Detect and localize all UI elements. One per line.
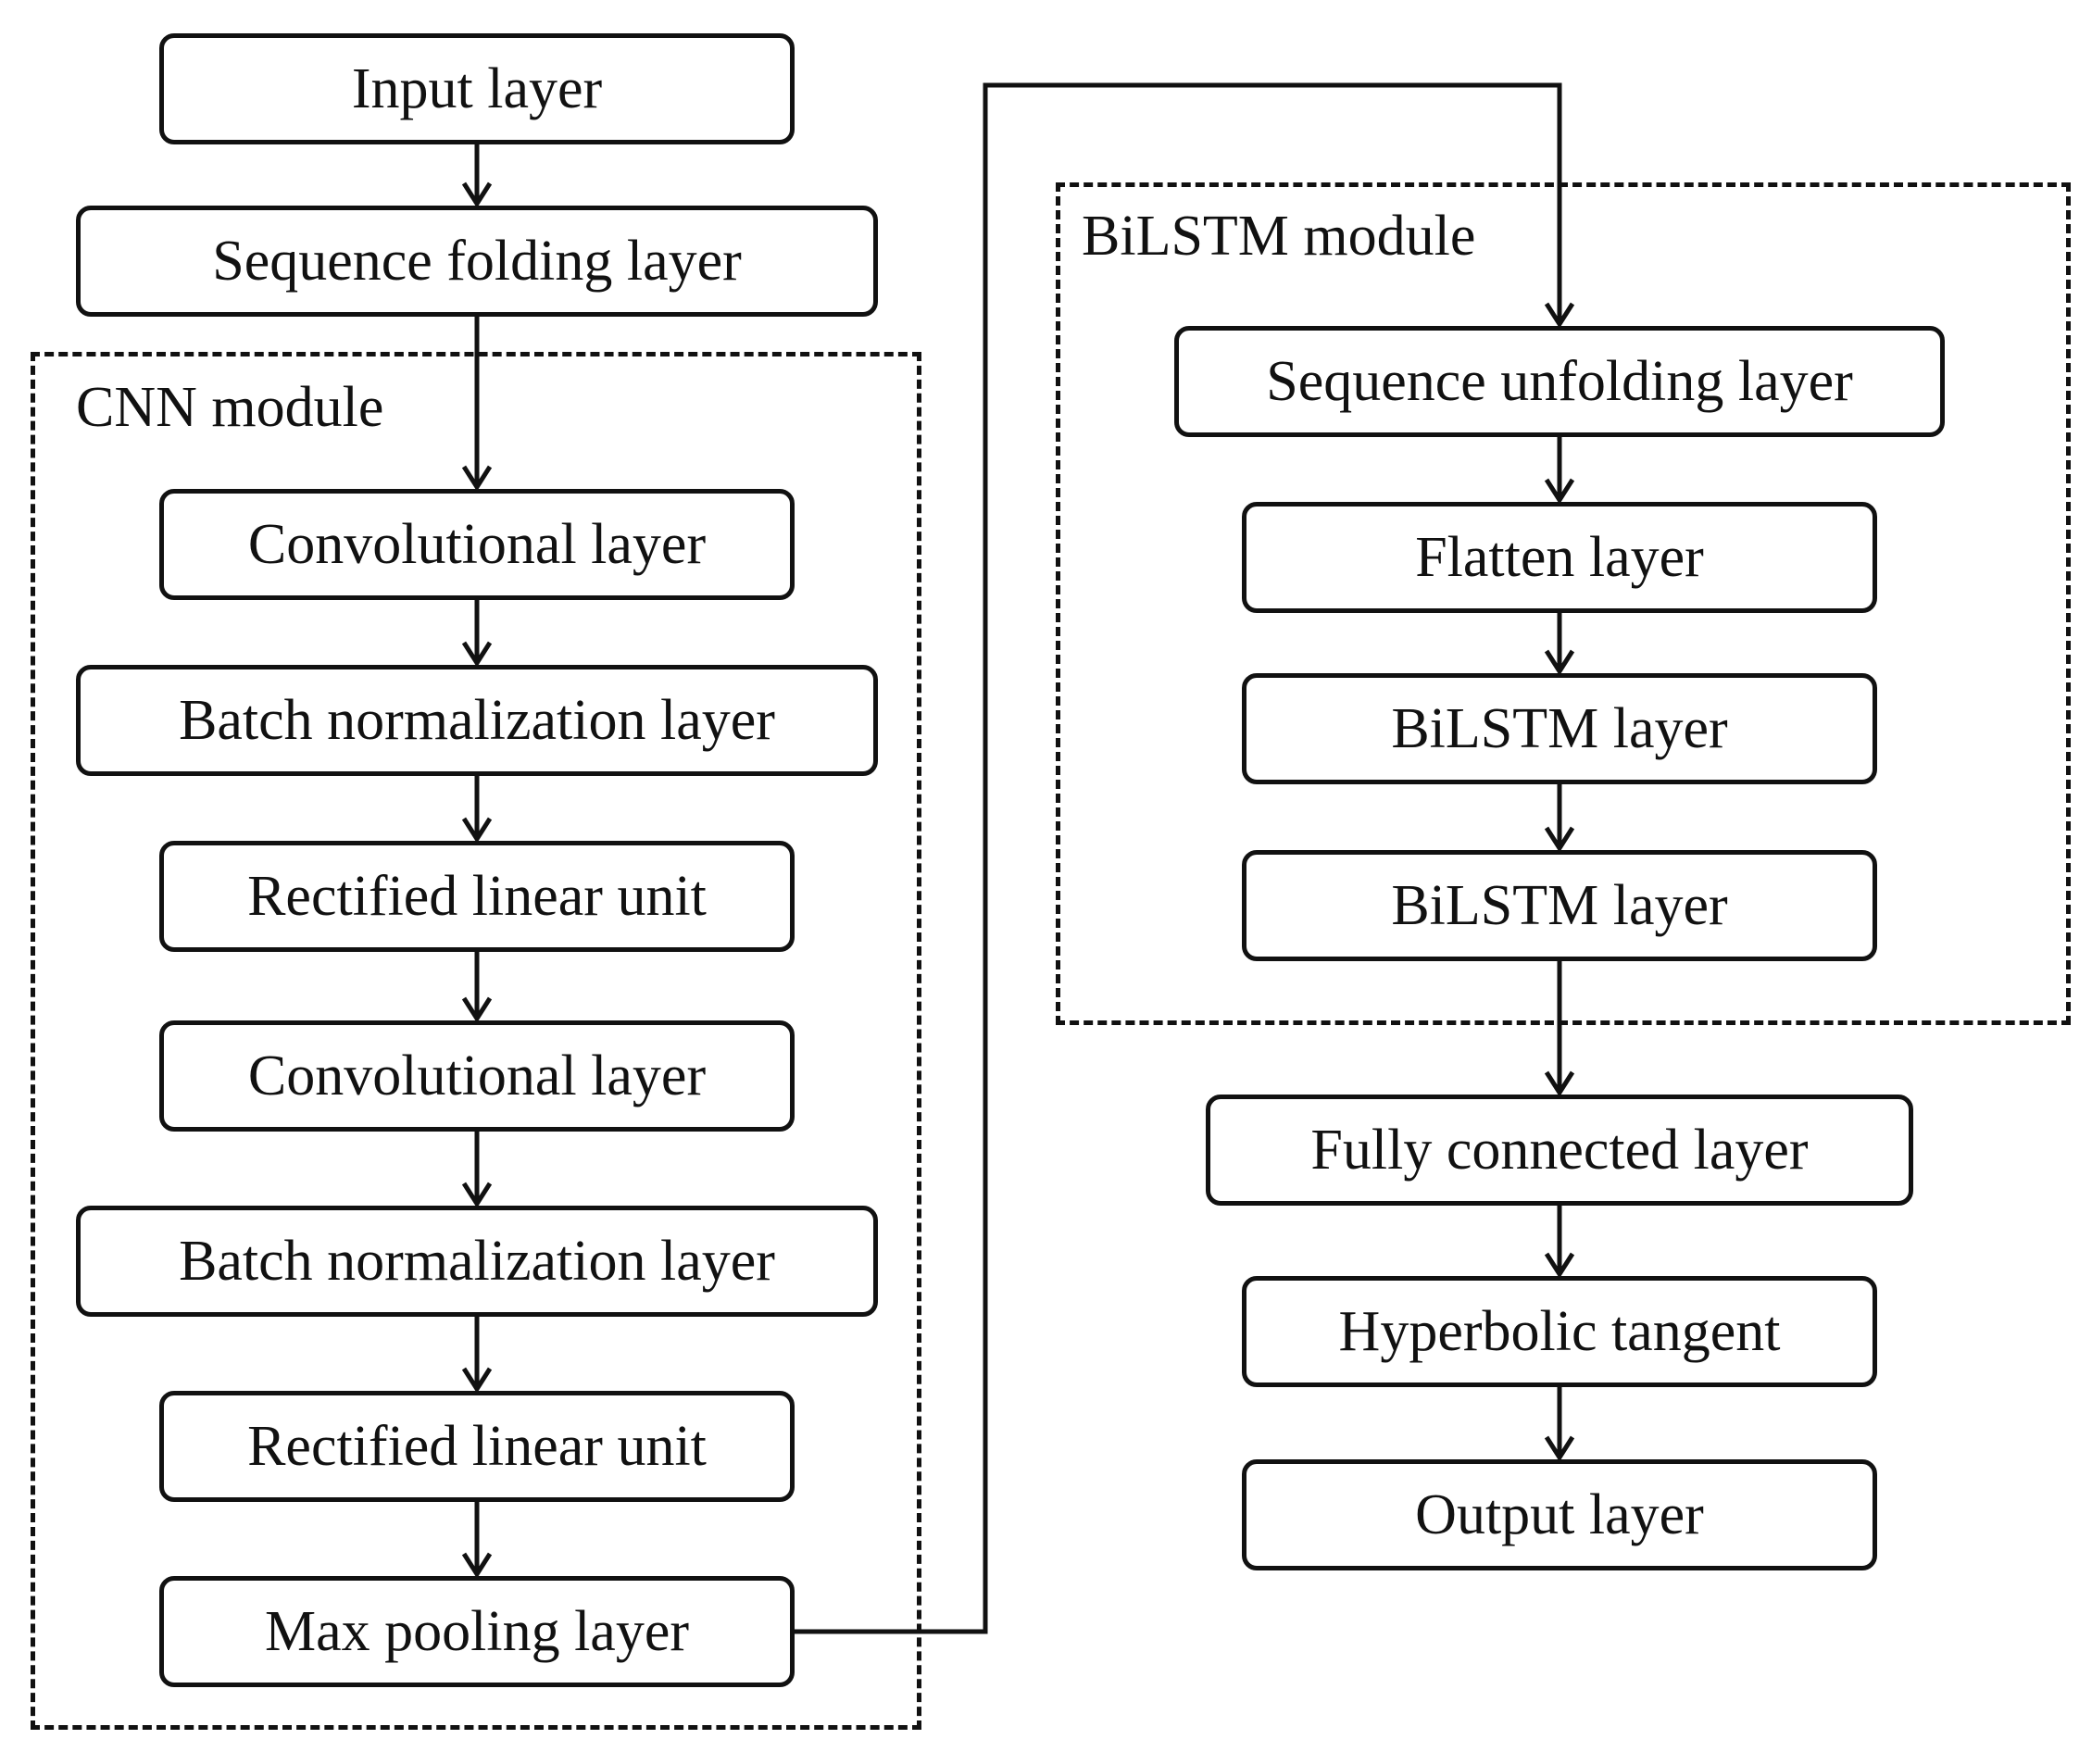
fully-connected-layer-node: Fully connected layer bbox=[1206, 1095, 1913, 1206]
bilstm-layer-2-node: BiLSTM layer bbox=[1242, 850, 1877, 961]
edge-bn2-to-relu2-arrowhead bbox=[461, 1367, 493, 1394]
edge-relu1-to-conv2-arrowhead bbox=[461, 996, 493, 1023]
output-layer-node: Output layer bbox=[1242, 1459, 1877, 1570]
bilstm-layer-1-node: BiLSTM layer bbox=[1242, 673, 1877, 784]
rectified-linear-unit-2-node: Rectified linear unit bbox=[159, 1391, 795, 1502]
convolutional-layer-1-node: Convolutional layer bbox=[159, 489, 795, 600]
edge-tanh-to-output-arrowhead bbox=[1544, 1435, 1575, 1462]
edge-maxpool-to-seq_unfold bbox=[795, 82, 1562, 1634]
bilstm-module-label: BiLSTM module bbox=[1082, 205, 1476, 268]
convolutional-layer-2-node: Convolutional layer bbox=[159, 1020, 795, 1132]
max-pooling-layer-node: Max pooling layer bbox=[159, 1576, 795, 1687]
edge-bn1-to-relu1-arrowhead bbox=[461, 817, 493, 844]
edge-seq_fold-to-conv1-arrowhead bbox=[461, 465, 493, 492]
cnn-module-label: CNN module bbox=[76, 376, 384, 439]
batch-normalization-layer-1-node: Batch normalization layer bbox=[76, 665, 878, 776]
edge-input-to-seq_fold-arrowhead bbox=[461, 181, 493, 208]
batch-normalization-layer-2-node: Batch normalization layer bbox=[76, 1206, 878, 1317]
edge-flatten-to-bilstm1-arrowhead bbox=[1544, 649, 1575, 676]
rectified-linear-unit-1-node: Rectified linear unit bbox=[159, 841, 795, 952]
sequence-unfolding-layer-node: Sequence unfolding layer bbox=[1174, 326, 1945, 437]
sequence-folding-layer-node: Sequence folding layer bbox=[76, 206, 878, 317]
bilstm-module-box bbox=[1056, 182, 2071, 1025]
edge-bilstm2-to-fc-arrowhead bbox=[1544, 1070, 1575, 1097]
hyperbolic-tangent-node: Hyperbolic tangent bbox=[1242, 1276, 1877, 1387]
edge-bilstm1-to-bilstm2-arrowhead bbox=[1544, 826, 1575, 853]
edge-relu2-to-maxpool-arrowhead bbox=[461, 1552, 493, 1579]
edge-fc-to-tanh-arrowhead bbox=[1544, 1252, 1575, 1279]
input-layer-node: Input layer bbox=[159, 33, 795, 144]
edge-maxpool-to-seq_unfold-arrowhead bbox=[1544, 302, 1575, 329]
edge-conv1-to-bn1-arrowhead bbox=[461, 641, 493, 668]
edge-seq_unfold-to-flatten-arrowhead bbox=[1544, 478, 1575, 505]
edge-conv2-to-bn2-arrowhead bbox=[461, 1182, 493, 1208]
flatten-layer-node: Flatten layer bbox=[1242, 502, 1877, 613]
